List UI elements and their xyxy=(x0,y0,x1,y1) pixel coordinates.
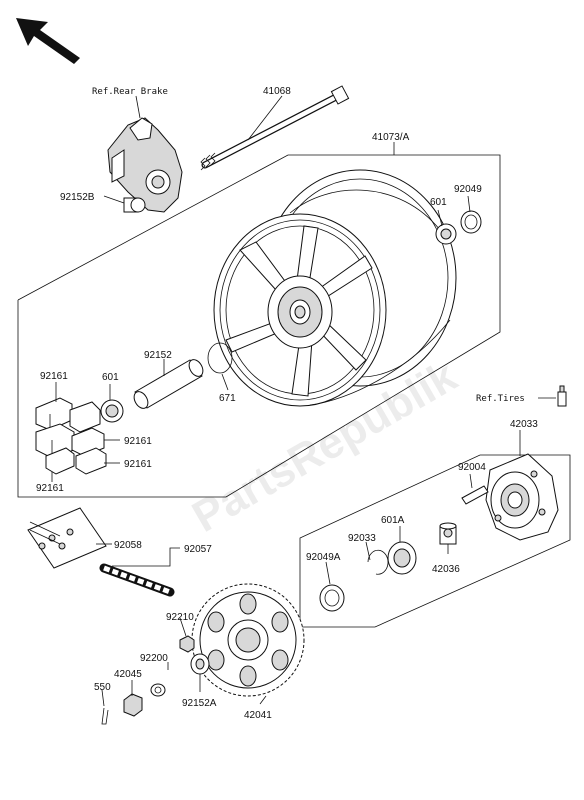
label-92161-mid2: 92161 xyxy=(124,459,152,470)
seal-92049a xyxy=(319,584,345,612)
label-92152: 92152 xyxy=(144,350,172,361)
label-92049: 92049 xyxy=(454,184,482,195)
wheel-rim xyxy=(213,169,457,407)
bearing-601-right xyxy=(435,223,457,245)
label-42045: 42045 xyxy=(114,669,142,680)
label-92033: 92033 xyxy=(348,533,376,544)
label-550: 550 xyxy=(94,682,111,693)
collar-42036 xyxy=(439,522,457,545)
label-92161-mid1: 92161 xyxy=(124,436,152,447)
damper-92161-a xyxy=(35,397,73,431)
brake-bracket xyxy=(107,117,183,213)
label-42033: 42033 xyxy=(510,419,538,430)
nut-42045 xyxy=(123,693,143,717)
label-41073a: 41073/A xyxy=(372,132,410,143)
stud-92004 xyxy=(461,485,489,505)
label-42036: 42036 xyxy=(432,564,460,575)
label-92049a: 92049A xyxy=(306,552,341,563)
damper-92161-b xyxy=(69,401,101,433)
label-671: 671 xyxy=(219,393,236,404)
label-601-right: 601 xyxy=(430,197,447,208)
drive-chain xyxy=(27,507,175,597)
label-92152a: 92152A xyxy=(182,698,217,709)
label-92152b: 92152B xyxy=(60,192,95,203)
label-92058: 92058 xyxy=(114,540,142,551)
bearing-601-left xyxy=(100,399,124,423)
ref-tires: Ref.Tires xyxy=(476,394,525,404)
collar-92152b xyxy=(123,197,146,213)
washer-92200 xyxy=(150,683,166,697)
label-92004: 92004 xyxy=(458,462,486,473)
label-92200: 92200 xyxy=(140,653,168,664)
tire-valve xyxy=(557,385,567,407)
label-92161-bottom: 92161 xyxy=(36,483,64,494)
seal-92049 xyxy=(460,210,482,234)
label-92161-top: 92161 xyxy=(40,371,68,382)
label-601a: 601A xyxy=(381,515,405,526)
label-42041: 42041 xyxy=(244,710,272,721)
circlip-92033 xyxy=(367,549,389,575)
o-ring-671 xyxy=(207,342,233,374)
sprocket-42041 xyxy=(191,583,305,697)
arrow-up-left-icon xyxy=(16,18,80,64)
label-41068: 41068 xyxy=(263,86,291,97)
axle xyxy=(200,85,350,171)
coupling-42033 xyxy=(485,453,559,541)
collar-92152 xyxy=(133,359,204,409)
label-92057: 92057 xyxy=(184,544,212,555)
ref-rear-brake: Ref.Rear Brake xyxy=(92,87,168,97)
damper-92161-e xyxy=(45,447,107,475)
wheel-assembly-outline xyxy=(17,154,501,498)
label-601-left: 601 xyxy=(102,372,119,383)
leader-lines xyxy=(51,95,556,707)
collar-92152a xyxy=(190,653,210,675)
coupling-assembly-outline xyxy=(299,454,571,628)
label-92210: 92210 xyxy=(166,612,194,623)
bearing-601a xyxy=(387,541,417,575)
cotter-pin-550 xyxy=(101,707,109,725)
nut-92210 xyxy=(179,635,195,653)
